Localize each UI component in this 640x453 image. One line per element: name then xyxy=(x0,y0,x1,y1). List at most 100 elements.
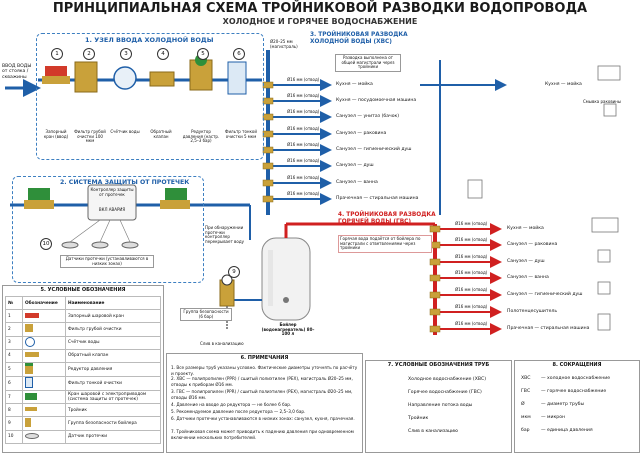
abbr-4: мкм xyxy=(521,415,531,420)
item-6-marker: 6 xyxy=(233,48,245,60)
hot-branch-4-pipe: Ø16 мм (отвод) xyxy=(455,270,488,275)
item-1-marker: 1 xyxy=(51,48,63,60)
abbr-1-text: — холодное водоснабжение xyxy=(541,376,611,381)
hot-branch-2-pipe: Ø16 мм (отвод) xyxy=(455,237,488,242)
note-7: 7. Тройниковая схема может приводить к п… xyxy=(171,429,354,440)
abbreviations-panel: 8. СОКРАЩЕНИЯ ХВС — холодное водоснабжен… xyxy=(514,360,640,453)
item-4-marker: 4 xyxy=(157,48,169,60)
note-2: 2. ХВС — полипропилен (PPR) / сшитый пол… xyxy=(171,376,353,387)
section-inlet-node xyxy=(36,33,264,160)
item-3-label: Счётчик воды xyxy=(110,129,140,134)
pipe-legend-cold: Холодное водоснабжение (ХВС) xyxy=(408,377,486,382)
hot-branch-7-label: Прачечная — стиральная машина xyxy=(507,326,590,331)
note-5: 5. Рекомендуемое давление после редуктор… xyxy=(171,409,306,414)
item-6-label: Фильтр тонкой очистки 5 мкм xyxy=(225,129,257,139)
table-row: 4 Обратный клапан xyxy=(5,348,161,363)
section6-title: 6. ПРИМЕЧАНИЯ xyxy=(240,355,289,361)
pipe-legend-flow: Направление потока воды xyxy=(408,403,473,408)
legend-name: Датчик протечки xyxy=(65,429,161,444)
abbr-3-text: — диаметр трубы xyxy=(541,402,585,407)
hot-branch-3-pipe: Ø16 мм (отвод) xyxy=(455,254,488,259)
hot-branch-5-pipe: Ø16 мм (отвод) xyxy=(455,287,488,292)
abbr-5: бар xyxy=(521,428,530,433)
legend-num: 10 xyxy=(5,429,23,444)
safety-group-legend-icon xyxy=(22,416,66,431)
safety-group-label: Группа безопасности (6 бар) xyxy=(180,308,232,322)
hot-branch-1-label: Кухня — мойка xyxy=(507,226,544,231)
legend-num: 4 xyxy=(5,348,23,363)
notes-panel: 6. ПРИМЕЧАНИЯ 1. Все размеры труб указан… xyxy=(166,353,363,453)
item-5-marker: 5 xyxy=(197,48,209,60)
section-leak-protection xyxy=(12,176,204,283)
note-6: 6. Датчики протечки устанавливаются в ни… xyxy=(171,416,355,421)
item-4-label: Обратный клапан xyxy=(150,129,172,139)
cold-branch-2-label: Кухня — посудомоечная машина xyxy=(336,98,417,103)
hot-branch-4-label: Санузел — ванна xyxy=(507,275,549,280)
section3-note: Разводка выполнена от общей магистрали ч… xyxy=(335,54,401,72)
fine-filter-icon xyxy=(22,375,66,391)
cold-branch-1-pipe: Ø16 мм (отвод) xyxy=(287,77,320,82)
cold-branch-4-pipe: Ø16 мм (отвод) xyxy=(287,126,320,131)
legend-num: 5 xyxy=(5,361,23,377)
inlet-label: ВВОД ВОДЫ от стояка / скважины xyxy=(2,64,32,80)
section3-title: 3. ТРОЙНИКОВАЯ РАЗВОДКА ХОЛОДНОЙ ВОДЫ (Х… xyxy=(310,32,408,45)
ball-valve-icon xyxy=(22,309,66,324)
safety-group-marker: 9 xyxy=(228,266,240,278)
section7-title: 7. УСЛОВНЫЕ ОБОЗНАЧЕНИЯ ТРУБ xyxy=(387,362,490,368)
cold-branch-7-label: Санузел — ванна xyxy=(336,180,378,185)
legend-name: Кран шаровой с электроприводом (система … xyxy=(65,389,161,405)
legend-name: Группа безопасности бойлера xyxy=(65,416,161,431)
main-pipe-label: Ø20–25 мм (магистраль) xyxy=(270,39,298,49)
legend-num: 6 xyxy=(5,375,23,391)
boiler-label: Бойлер (водонагреватель) 80–100 л xyxy=(261,322,315,337)
abbr-2-text: — горячее водоснабжение xyxy=(541,389,607,394)
leak-sensor-icon xyxy=(22,429,66,444)
hot-branch-5-label: Санузел — гигиенический душ xyxy=(507,292,583,297)
cold-branch-1-label: Кухня — мойка xyxy=(336,82,373,87)
coarse-filter-icon xyxy=(22,322,66,337)
hot-branch-7-pipe: Ø16 мм (отвод) xyxy=(455,321,488,326)
hot-branch-2-label: Санузел — раковина xyxy=(507,242,558,247)
abbr-5-text: — единица давления xyxy=(541,428,593,433)
pipe-legend-hot: Горячее водоснабжение (ГВС) xyxy=(408,390,482,395)
section4-title: 4. ТРОЙНИКОВАЯ РАЗВОДКА ГОРЯЧЕЙ ВОДЫ (ГВ… xyxy=(338,212,436,225)
legend-name: Редуктор давления xyxy=(65,361,161,377)
table-row: 10 Датчик протечки xyxy=(5,429,161,444)
tee-fittings xyxy=(262,81,274,203)
cold-branch-3-label: Санузел — унитаз (бачок) xyxy=(336,114,400,119)
protection-devices xyxy=(24,184,190,249)
hot-branch-6-label: Полотенцесушитель xyxy=(507,309,558,314)
legend-name: Запорный шаровой кран xyxy=(65,309,161,324)
cold-branch-6-label: Санузел — душ xyxy=(336,163,374,168)
motorized-valve-icon xyxy=(22,389,66,405)
hot-branch-3-label: Санузел — душ xyxy=(507,259,545,264)
pressure-reducer-icon xyxy=(22,361,66,377)
legend-col-symbol: Обозначение xyxy=(22,295,66,311)
check-valve-icon xyxy=(22,348,66,363)
controller-label: Контроллер защиты от протечек xyxy=(90,187,134,197)
abbr-3: Ø xyxy=(521,402,525,407)
item-1-label: Запорный кран (ввод) xyxy=(43,129,69,139)
cold-branch-2-pipe: Ø16 мм (отвод) xyxy=(287,93,320,98)
cold-branch-6-pipe: Ø16 мм (отвод) xyxy=(287,158,320,163)
inlet-devices xyxy=(42,54,247,95)
water-meter-icon xyxy=(22,335,66,350)
note-3: 3. ГВС — полипропилен (PPR) / сшитый пол… xyxy=(171,389,353,400)
sensor-marker: 10 xyxy=(40,238,52,250)
cold-branch-7-pipe: Ø16 мм (отвод) xyxy=(287,175,320,180)
sink-label: Смывка раковины xyxy=(583,99,622,104)
hot-branch-1-pipe: Ø16 мм (отвод) xyxy=(455,221,488,226)
legend-name: Счётчик воды xyxy=(65,335,161,350)
controller-status: ВКЛ АВАРИЯ xyxy=(98,207,126,212)
legend-name: Обратный клапан xyxy=(65,348,161,363)
item-5-label: Редуктор давления (настр. 2,5–3 бар) xyxy=(182,129,220,144)
legend-num: 3 xyxy=(5,335,23,350)
cold-far-label: Кухня — мойка xyxy=(545,82,582,87)
fixtures xyxy=(467,65,621,331)
